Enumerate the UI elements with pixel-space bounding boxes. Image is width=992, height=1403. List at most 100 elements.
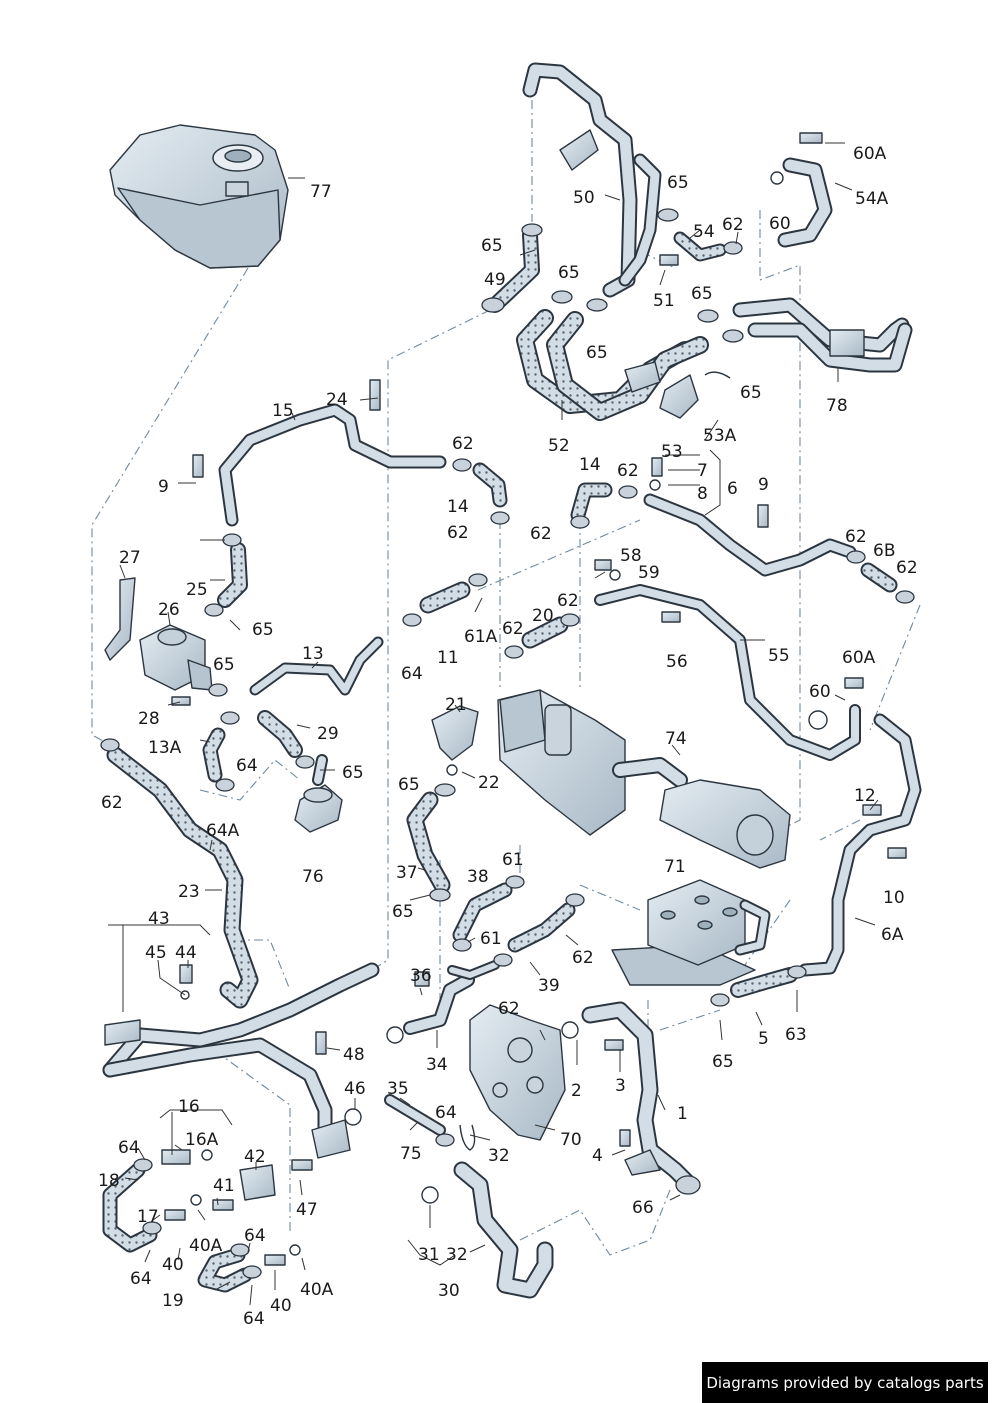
egr-cooler-74 (497, 689, 791, 869)
part-number-label: 65 (586, 343, 608, 363)
part-number-label: 62 (101, 793, 123, 813)
part-number-label: 27 (119, 548, 141, 568)
hose-23 (106, 746, 259, 1009)
part-number-label: 14 (447, 497, 469, 517)
part-number-label: 28 (138, 709, 160, 729)
part-number-label: 6B (873, 541, 895, 561)
coolant-pipe-6a (730, 713, 922, 998)
part-number-label: 58 (620, 546, 642, 566)
part-number-label: 30 (438, 1281, 460, 1301)
part-number-label: 45 (145, 943, 167, 963)
part-number-label: 66 (632, 1198, 654, 1218)
part-number-label: 65 (392, 902, 414, 922)
part-number-label: 42 (244, 1147, 266, 1167)
part-number-label: 65 (252, 620, 274, 640)
part-number-label: 54 (693, 222, 715, 242)
part-number-label: 26 (158, 600, 180, 620)
part-number-label: 2 (571, 1081, 582, 1101)
hoses-11-20 (419, 581, 569, 649)
part-number-label: 35 (387, 1079, 409, 1099)
reference-lines (91, 100, 921, 1256)
coolant-pipe-54a (673, 157, 833, 262)
part-number-label: 62 (502, 619, 524, 639)
hose-30 (453, 1161, 554, 1299)
part-number-label: 62 (845, 527, 867, 547)
part-number-label: 62 (447, 523, 469, 543)
part-number-label: 54A (855, 189, 889, 209)
part-number-label: 65 (667, 173, 689, 193)
bracket-70 (469, 1004, 566, 1141)
part-number-label: 62 (617, 461, 639, 481)
coolant-pipe-43 (102, 962, 380, 1159)
part-number-label: 40A (189, 1236, 223, 1256)
part-number-label: 20 (532, 606, 554, 626)
part-number-label: 64 (236, 756, 258, 776)
part-number-label: 41 (213, 1176, 235, 1196)
electric-pump-76 (294, 754, 343, 833)
part-number-label: 62 (498, 999, 520, 1019)
part-number-label: 32 (446, 1245, 468, 1265)
part-number-label: 21 (445, 695, 467, 715)
part-number-label: 77 (310, 182, 332, 202)
part-number-label: 3 (615, 1076, 626, 1096)
part-number-label: 16A (185, 1130, 219, 1150)
part-number-label: 61A (464, 627, 498, 647)
part-number-label: 8 (697, 484, 708, 504)
hoses-18-19 (102, 1162, 276, 1293)
part-number-label: 49 (484, 270, 506, 290)
part-number-label: 64 (401, 664, 423, 684)
part-number-label: 65 (691, 284, 713, 304)
coolant-pipe-15 (218, 403, 508, 527)
part-number-label: 62 (572, 948, 594, 968)
part-number-label: 53A (703, 426, 737, 446)
part-number-label: 12 (854, 786, 876, 806)
part-number-label: 1 (677, 1104, 688, 1124)
coolant-pipe-6 (570, 482, 898, 593)
part-number-label: 14 (579, 455, 601, 475)
part-number-label: 47 (296, 1200, 318, 1220)
part-number-label: 59 (638, 563, 660, 583)
part-number-label: 64 (130, 1269, 152, 1289)
part-number-label: 60 (809, 682, 831, 702)
part-number-label: 7 (697, 461, 708, 481)
part-number-label: 13 (302, 644, 324, 664)
bracket-53a (659, 371, 731, 419)
part-number-label: 64 (244, 1226, 266, 1246)
bracket-21 (431, 705, 479, 761)
pipe-75 (384, 1094, 446, 1136)
auxiliary-pump-26 (104, 577, 213, 691)
part-number-label: 9 (158, 477, 169, 497)
part-number-label: 65 (712, 1052, 734, 1072)
part-number-label: 62 (557, 591, 579, 611)
part-number-label: 43 (148, 909, 170, 929)
part-number-label: 10 (883, 888, 905, 908)
part-number-label: 11 (437, 648, 459, 668)
part-number-label: 37 (396, 863, 418, 883)
part-number-label: 56 (666, 652, 688, 672)
part-number-label: 40 (270, 1296, 292, 1316)
part-number-label: 64 (243, 1309, 265, 1329)
coolant-pipe-1 (581, 1001, 699, 1194)
part-number-label: 39 (538, 976, 560, 996)
part-number-label: 25 (186, 580, 208, 600)
part-number-label: 64 (435, 1103, 457, 1123)
part-number-label: 36 (410, 966, 432, 986)
part-number-label: 17 (137, 1207, 159, 1227)
part-number-label: 24 (326, 390, 348, 410)
part-number-label: 19 (162, 1291, 184, 1311)
part-number-label: 65 (398, 775, 420, 795)
part-number-label: 64 (118, 1138, 140, 1158)
coolant-pipe-78 (732, 297, 913, 373)
part-number-label: 22 (478, 773, 500, 793)
leader-lines (108, 142, 879, 1306)
expansion-tank (109, 124, 289, 269)
part-number-label: 13A (148, 738, 182, 758)
part-number-label: 78 (826, 396, 848, 416)
part-number-label: 29 (317, 724, 339, 744)
part-number-label: 34 (426, 1055, 448, 1075)
part-number-label: 51 (653, 291, 675, 311)
fitting-34-36 (403, 960, 500, 1035)
part-number-label: 64A (206, 821, 240, 841)
part-number-label: 76 (302, 867, 324, 887)
